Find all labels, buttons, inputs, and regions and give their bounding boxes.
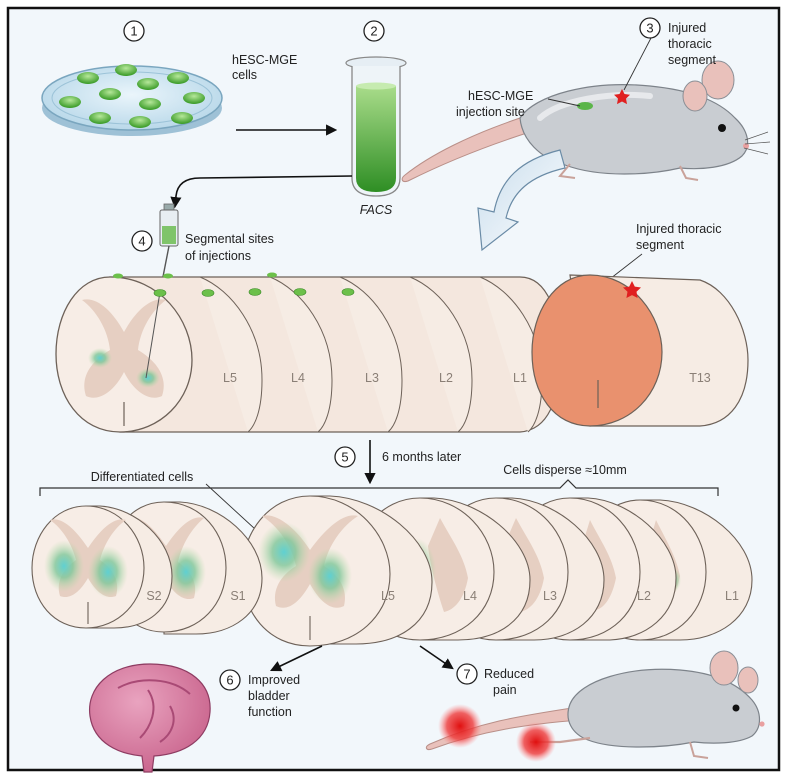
segmental-sites-label-1: Segmental sites [185,232,274,246]
segment-label-top: L2 [439,371,453,385]
segment-label-bottom: L1 [725,589,739,603]
facs-tube [345,56,407,197]
cross-section-arrow [477,149,566,252]
step-1-badge: 1 [123,20,145,42]
injury-star-icon [614,89,630,105]
slice-s2: S2 [31,505,173,629]
segment-label-top: L1 [513,371,527,385]
segment-label-top: T13 [689,371,711,385]
spinal-cord-bottom: L1 L2 L3 L4 [31,495,753,647]
treated-mouse [425,650,765,759]
injured-thoracic-label-2: thoracic [668,37,712,51]
disperse-brace [39,479,719,496]
segment-label-bottom: S2 [146,589,161,603]
facs-label: FACS [360,203,393,217]
six-months-later-label: 6 months later [382,450,461,464]
step-4-badge: 4 [131,230,153,252]
injured-segment-label-1: Injured thoracic [636,222,721,236]
syringe [159,203,179,293]
step-5-badge: 5 [334,446,356,468]
step-7-badge: 7 [456,663,478,685]
arrow-to-bladder [269,645,323,672]
segment-label-bottom: L4 [463,589,477,603]
svg-text:3: 3 [646,21,653,36]
svg-text:6: 6 [226,673,233,688]
segment-label-top: L5 [223,371,237,385]
injured-segment-label-2: segment [636,238,684,252]
reduced-pain-label-1: Reduced [484,667,534,681]
stem-cell-colonies [59,64,205,128]
reduced-pain-label-2: pain [493,683,517,697]
segment-label-bottom: S1 [230,589,245,603]
segment-label-top: L3 [365,371,379,385]
svg-text:7: 7 [463,667,470,682]
injection-site-label-1: hESC-MGE [468,89,533,103]
pain-spot-tail [438,704,482,748]
cells-disperse-label: Cells disperse ≈10mm [503,463,627,477]
injection-site-label-2: injection site [456,105,525,119]
petri-dish [41,64,223,136]
injured-thoracic-label-1: Injured [668,21,706,35]
pain-spot-paw [516,722,556,762]
bladder [88,663,211,773]
segment-label-top: L4 [291,371,305,385]
injury-star-icon [623,281,641,298]
step-6-badge: 6 [219,669,241,691]
improved-bladder-label-2: bladder [248,689,290,703]
injection-site-marker [577,102,593,110]
improved-bladder-label-1: Improved [248,673,300,687]
injured-thoracic-label-3: segment [668,53,716,67]
spinal-cord-top: L5 L4 L3 L2 L1 [55,272,561,433]
svg-text:5: 5 [341,450,348,465]
svg-text:4: 4 [138,234,145,249]
slice-l5: L5 [241,495,433,647]
segment-label-bottom: L2 [637,589,651,603]
svg-text:1: 1 [130,24,137,39]
differentiated-cells-label: Differentiated cells [91,470,194,484]
arrow-facs-to-syringe [170,175,353,209]
svg-text:2: 2 [370,24,377,39]
segment-label-bottom: L3 [543,589,557,603]
hesc-mge-cells-label-2: cells [232,68,257,82]
segment-label-bottom: L5 [381,589,395,603]
step-3-badge: 3 [639,17,661,39]
segmental-sites-label-2: of injections [185,249,251,263]
injured-segment-t13: T13 [531,274,749,427]
hesc-mge-cells-label: hESC-MGE [232,53,297,67]
injured-mouse [401,37,771,182]
improved-bladder-label-3: function [248,705,292,719]
step-2-badge: 2 [363,20,385,42]
arrow-to-pain [419,645,454,670]
